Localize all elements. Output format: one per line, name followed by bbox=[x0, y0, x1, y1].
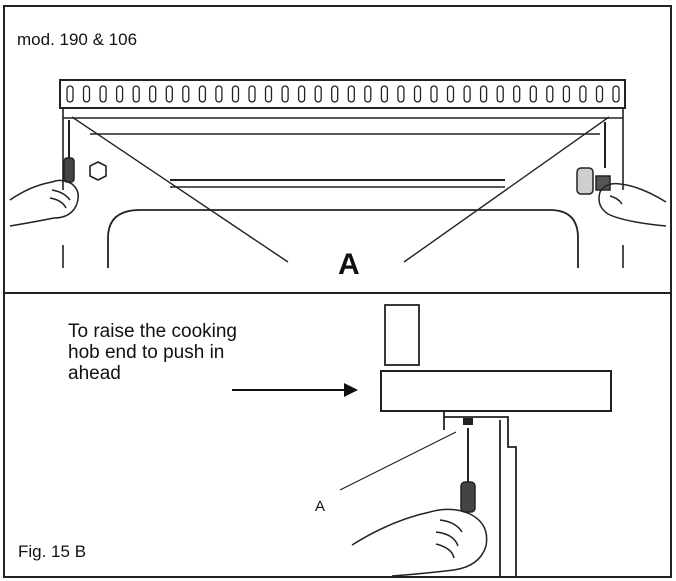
vent-slot bbox=[99, 85, 107, 103]
outer-frame bbox=[3, 5, 672, 578]
vent-slot bbox=[397, 85, 405, 103]
vent-slot bbox=[347, 85, 355, 103]
left-hand-screwdriver-icon bbox=[9, 120, 79, 227]
hexagon-bolt-icon bbox=[89, 161, 107, 181]
vent-slot bbox=[66, 85, 74, 103]
instruction-line: hob end to push in bbox=[68, 342, 225, 363]
model-label: mod. 190 & 106 bbox=[17, 30, 138, 49]
vent-slot bbox=[446, 85, 455, 103]
vent-slot bbox=[198, 85, 207, 103]
vent-slot bbox=[231, 85, 240, 103]
vent-slot bbox=[149, 85, 157, 103]
vent-slot bbox=[331, 85, 339, 103]
vent-slot bbox=[314, 85, 322, 103]
callout-leader-line bbox=[339, 431, 457, 491]
vent-slot bbox=[463, 85, 471, 103]
vent-slot bbox=[82, 85, 91, 103]
vent-slot bbox=[479, 85, 488, 103]
vent-slot bbox=[413, 85, 422, 103]
vent-slot bbox=[364, 85, 372, 103]
hand-screwdriver-icon bbox=[351, 428, 488, 577]
screw-label-a: A bbox=[315, 498, 326, 515]
vent-slot bbox=[165, 85, 173, 103]
hob-plate bbox=[380, 370, 612, 412]
lift-line-left bbox=[71, 116, 289, 263]
instruction-text: To raise the cooking hob end to push in … bbox=[68, 321, 338, 384]
arrow-right-icon bbox=[232, 383, 358, 397]
vent-slot bbox=[281, 85, 289, 103]
vent-strip bbox=[59, 79, 626, 109]
lift-line-right bbox=[403, 116, 610, 263]
callout-label-a: A bbox=[338, 248, 360, 281]
upright-panel bbox=[384, 304, 420, 366]
vent-slot bbox=[513, 85, 521, 103]
vent-slot bbox=[380, 85, 389, 103]
vent-slots bbox=[66, 85, 620, 103]
vent-slot bbox=[546, 85, 554, 103]
vent-slot bbox=[248, 85, 256, 103]
vent-slot bbox=[529, 85, 537, 103]
figure-caption: Fig. 15 B bbox=[18, 542, 87, 561]
instruction-line: To raise the cooking bbox=[68, 321, 237, 342]
vent-slot bbox=[132, 85, 140, 103]
vent-slot bbox=[264, 85, 273, 103]
vent-slot bbox=[579, 85, 587, 103]
right-hand-socket-tool-icon bbox=[576, 122, 667, 227]
vent-slot bbox=[430, 85, 438, 103]
vent-slot bbox=[496, 85, 504, 103]
vent-slot bbox=[562, 85, 571, 103]
vent-slot bbox=[215, 85, 223, 103]
cooker-front-view bbox=[59, 79, 626, 268]
side-section-view bbox=[380, 304, 612, 578]
instruction-line: ahead bbox=[68, 363, 121, 384]
vent-slot bbox=[612, 85, 620, 103]
vent-slot bbox=[595, 85, 604, 103]
vent-slot bbox=[115, 85, 124, 103]
vent-slot bbox=[182, 85, 190, 103]
vent-slot bbox=[297, 85, 306, 103]
